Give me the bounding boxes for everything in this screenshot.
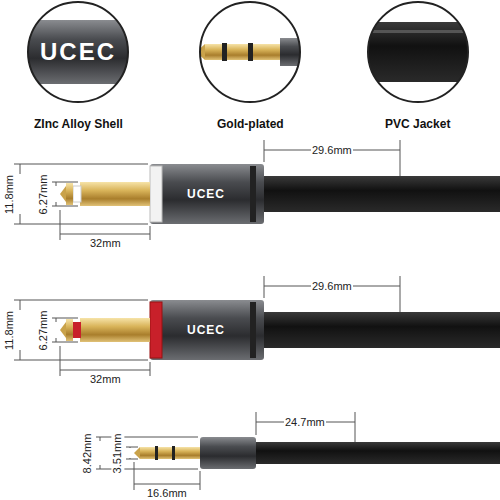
dimension-label: 6.27mm [37,174,50,216]
brand-logo: UCEC [186,323,226,337]
dimension-label: 11.8mm [3,310,16,351]
feature-label: PVC Jacket [384,117,451,131]
brand-logo: UCEC [186,187,226,201]
feature-label: ZInc Alloy Shell [33,117,124,131]
dimension-label: 11.8mm [3,174,16,215]
dimension-label: 3.51mm [111,433,124,475]
dimension-label: 6.27mm [37,310,50,352]
dimension-label: 32mm [89,237,122,250]
dimension-label: 29.6mm [311,144,353,157]
dimension-label: 16.6mm [146,487,188,500]
dimension-label: 32mm [89,373,122,386]
dimension-label: 24.7mm [284,416,326,429]
brand-logo: UCEC [39,39,117,65]
dimension-label: 8.42mm [81,433,94,475]
feature-label: Gold-plated [216,117,285,131]
dimension-label: 29.6mm [311,280,353,293]
